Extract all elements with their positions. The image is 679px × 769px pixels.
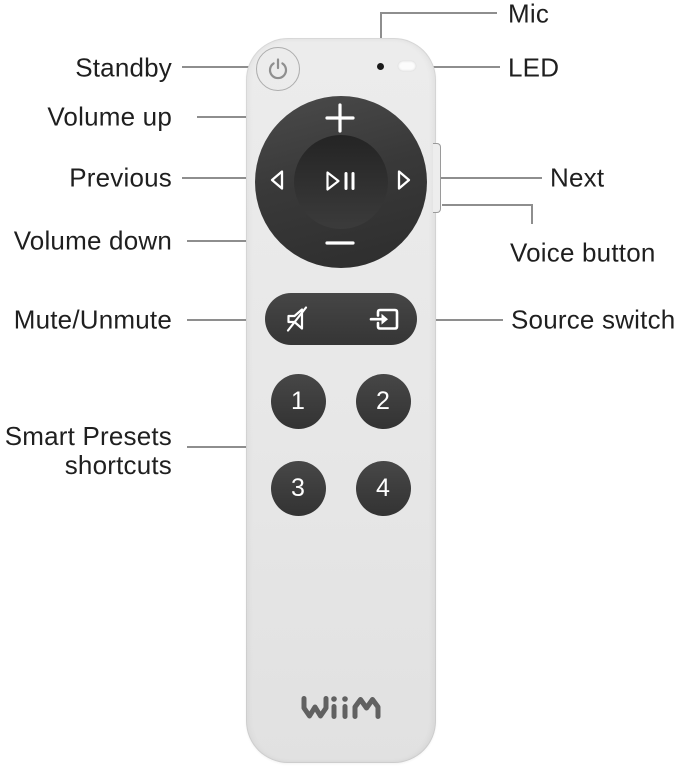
leader-smart-presets [187,446,275,448]
dpad [255,96,427,268]
leader-source-switch [418,319,503,321]
label-voice-button: Voice button [510,237,656,268]
label-volume-up: Volume up [47,101,172,132]
mic-hole [377,63,384,70]
label-volume-down: Volume down [13,225,172,256]
label-source-switch: Source switch [511,304,676,335]
previous-icon [270,170,284,190]
preset-label-3: 3 [291,473,305,502]
mute-source-pill [265,293,417,345]
wiim-logo [301,696,381,719]
preset-button-4: 4 [355,460,411,516]
preset-label-1: 1 [291,386,305,415]
source-switch-icon [369,308,399,330]
preset-button-1: 1 [270,373,326,429]
label-next: Next [550,162,605,193]
preset-button-2: 2 [355,373,411,429]
power-icon [268,58,288,80]
preset-label-4: 4 [376,473,390,502]
label-smart-presets-line1: Smart Presets [4,421,172,451]
leader-previous [182,177,257,179]
standby-button [256,47,300,91]
preset-button-3: 3 [270,460,326,516]
leader-mic-horizontal [380,12,497,14]
label-previous: Previous [69,162,172,193]
label-mute-unmute: Mute/Unmute [13,304,172,335]
leader-mute-unmute [187,319,266,321]
leader-mic-vertical [380,12,382,56]
leader-standby [182,66,250,68]
preset-label-2: 2 [376,386,390,415]
label-smart-presets: Smart Presets shortcuts [5,422,172,480]
leader-volume-up [197,116,287,118]
label-led: LED [508,52,560,83]
label-smart-presets-line2: shortcuts [64,450,172,480]
led-indicator [398,61,416,71]
label-standby: Standby [75,52,172,83]
label-mic: Mic [508,0,550,29]
voice-side-button [433,143,441,213]
play-pause-icon [326,171,355,191]
mute-icon [286,306,308,332]
leader-volume-down [187,240,281,242]
minus-icon [325,241,355,245]
plus-icon [325,103,355,133]
leader-voice-horizontal [442,204,533,206]
leader-voice-vertical [531,204,533,224]
leader-next [428,177,542,179]
dpad-center-button [294,135,388,229]
remote-body: 1 2 3 4 [246,38,441,763]
next-icon [397,170,411,190]
leader-led [421,66,500,68]
